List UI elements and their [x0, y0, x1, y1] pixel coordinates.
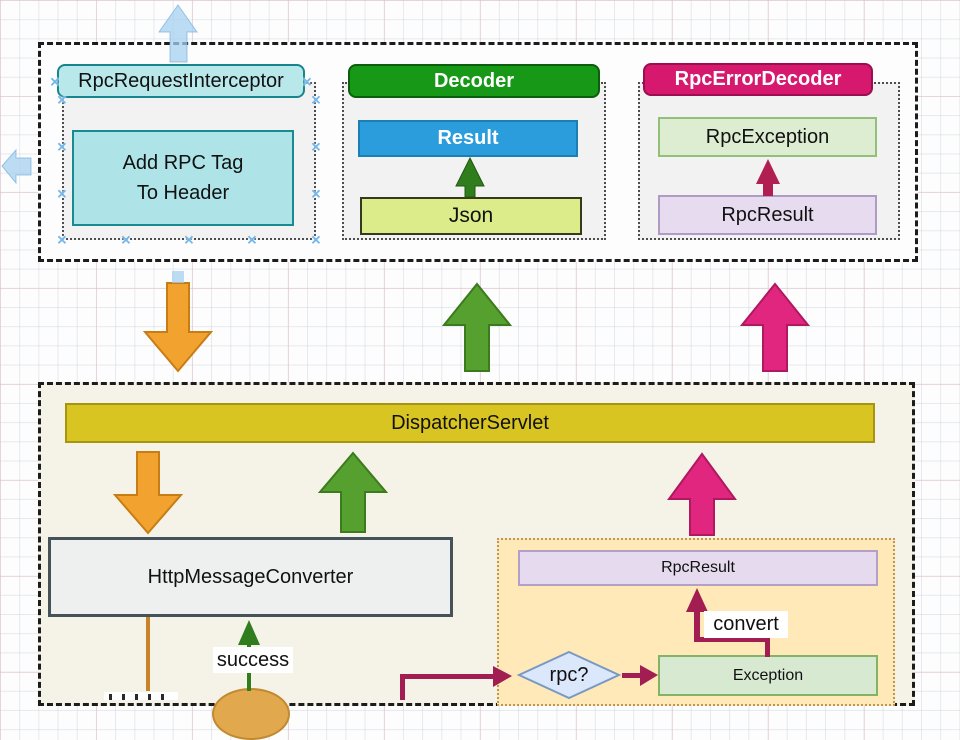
hover-arrow-down-fragment[interactable] — [172, 271, 184, 283]
client-ellipse[interactable] — [212, 688, 290, 740]
selection-handle-icon[interactable]: ✕ — [120, 232, 132, 248]
clipped-bottom-label — [104, 692, 178, 700]
convert-connector-drop[interactable] — [765, 640, 770, 657]
orange-down-arrow-bottom[interactable] — [112, 451, 184, 535]
selection-handle-icon[interactable]: ✕ — [301, 74, 313, 90]
hover-arrow-left-icon[interactable] — [1, 148, 32, 185]
selection-handle-icon[interactable]: ✕ — [183, 232, 195, 248]
decision-to-exception-line[interactable] — [622, 673, 644, 678]
convert-connector-head[interactable] — [686, 588, 708, 612]
exception-box[interactable]: Exception — [658, 655, 878, 696]
selection-handle-icon[interactable]: ✕ — [310, 92, 322, 108]
orange-down-arrow-top[interactable] — [142, 282, 214, 373]
elbow-connector-head[interactable] — [493, 666, 512, 687]
error-decoder-title[interactable]: RpcErrorDecoder — [643, 63, 873, 96]
convert-label: convert — [704, 611, 788, 638]
selection-handle-icon[interactable]: ✕ — [56, 139, 68, 155]
rpc-decision-label: rpc? — [549, 663, 589, 686]
elbow-connector-horizontal[interactable] — [400, 674, 494, 679]
rpc-result-box-bottom[interactable]: RpcResult — [518, 550, 878, 586]
selection-handle-icon[interactable]: ✕ — [310, 186, 322, 202]
selection-handle-icon[interactable]: ✕ — [310, 139, 322, 155]
green-up-arrow-bottom[interactable] — [317, 451, 389, 533]
selection-handle-icon[interactable]: ✕ — [56, 186, 68, 202]
elbow-connector-vertical[interactable] — [400, 676, 405, 700]
rpcresult-to-rpcexception-arrow[interactable] — [756, 159, 780, 196]
selection-handle-icon[interactable]: ✕ — [56, 232, 68, 248]
selection-handle-icon[interactable]: ✕ — [246, 232, 258, 248]
json-to-result-arrow[interactable] — [455, 156, 485, 198]
success-label: success — [213, 647, 293, 673]
dispatcher-servlet-bar[interactable]: DispatcherServlet — [65, 403, 875, 443]
pink-up-arrow-bottom[interactable] — [667, 452, 737, 536]
connector-layer — [1, 4, 811, 700]
rpc-decision-diamond[interactable] — [516, 650, 622, 700]
convert-connector-horizontal[interactable] — [694, 637, 770, 642]
green-up-arrow-top[interactable] — [441, 282, 513, 372]
selection-handle-icon[interactable]: ✕ — [56, 92, 68, 108]
http-request-connector[interactable] — [146, 617, 150, 691]
selection-handle-icon[interactable]: ✕ — [49, 74, 61, 90]
result-box[interactable]: Result — [358, 120, 578, 157]
decision-to-exception-head[interactable] — [640, 665, 658, 686]
add-rpc-tag-box[interactable]: Add RPC Tag To Header — [72, 130, 294, 226]
hover-arrow-up-icon[interactable] — [158, 4, 198, 63]
add-rpc-tag-label: Add RPC Tag To Header — [122, 152, 244, 204]
rpc-result-box-top[interactable]: RpcResult — [658, 195, 877, 235]
pink-up-arrow-top[interactable] — [739, 282, 811, 372]
convert-connector-shaft[interactable] — [694, 610, 700, 640]
success-connector-head[interactable] — [238, 620, 260, 645]
interceptor-title[interactable]: RpcRequestInterceptor — [57, 64, 305, 98]
decoder-title[interactable]: Decoder — [348, 64, 600, 98]
json-box[interactable]: Json — [360, 197, 582, 235]
selection-handle-icon[interactable]: ✕ — [310, 232, 322, 248]
http-message-converter-box[interactable]: HttpMessageConverter — [48, 537, 453, 617]
clipped-text-fragment — [109, 694, 173, 700]
rpc-exception-box[interactable]: RpcException — [658, 117, 877, 157]
